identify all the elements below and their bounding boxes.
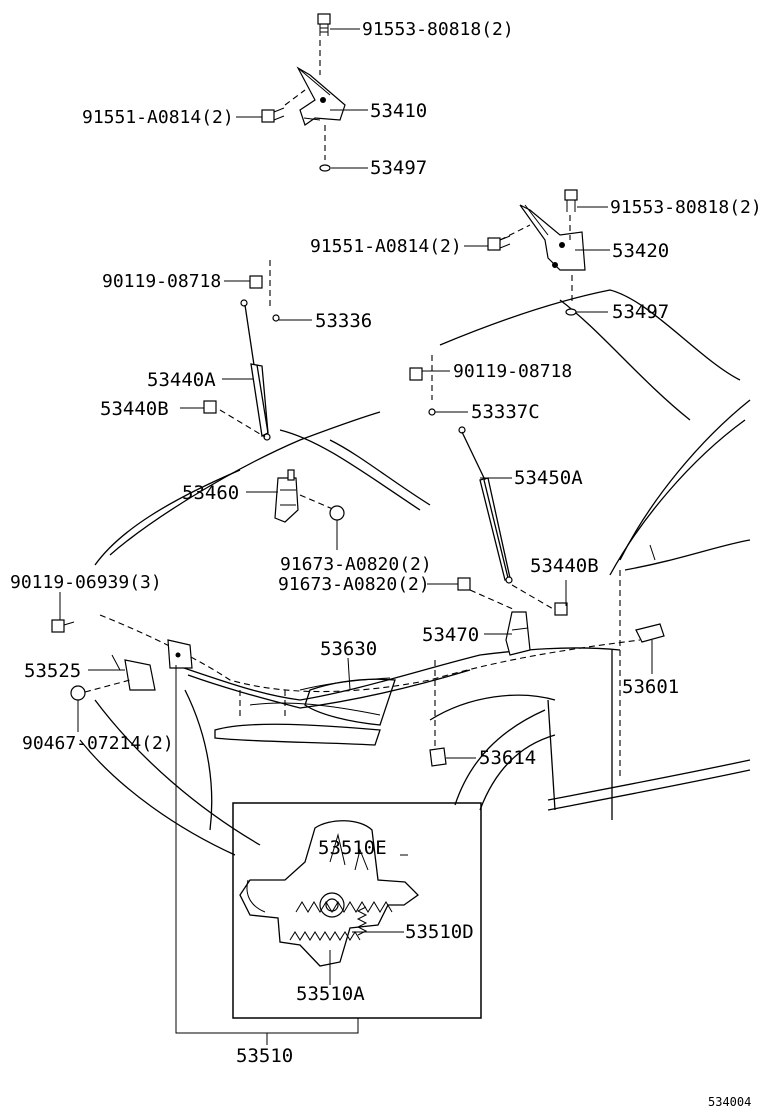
label-53450a: 53450A [514, 467, 583, 489]
release-lever [635, 623, 665, 643]
bolt-91553-top-icon [317, 13, 331, 36]
hood-support-right [409, 355, 568, 616]
label-53337c: 53337C [471, 401, 540, 423]
cable-clip [429, 747, 447, 767]
cable-bracket-front [51, 619, 193, 669]
label-53410: 53410 [370, 100, 427, 122]
label-53460: 53460 [182, 482, 239, 504]
label-53510e: 53510E [318, 837, 387, 859]
label-90119-08718-left: 90119-08718 [102, 271, 221, 292]
label-53497-top: 53497 [370, 157, 427, 179]
inset-box-53510 [232, 802, 482, 1019]
label-90467-07214: 90467-07214(2) [22, 733, 174, 754]
label-53440a: 53440A [147, 369, 216, 391]
label-53525: 53525 [24, 660, 81, 682]
label-53614: 53614 [479, 747, 536, 769]
label-53497-right: 53497 [612, 301, 669, 323]
label-53630: 53630 [320, 638, 377, 660]
safety-hook [70, 654, 156, 701]
label-53510: 53510 [236, 1045, 293, 1067]
label-53440b-left: 53440B [100, 398, 169, 420]
hood-lock-striker [274, 469, 345, 523]
label-91551-a0814-mid: 91551-A0814(2) [310, 236, 462, 257]
leader-lines [59, 28, 653, 1045]
label-53420: 53420 [612, 240, 669, 262]
label-90119-08718-right: 90119-08718 [453, 361, 572, 382]
label-91673-a0820-a: 91673-A0820(2) [280, 554, 432, 575]
label-90119-06939: 90119-06939(3) [10, 572, 162, 593]
bolt-91553-right-icon [564, 189, 578, 212]
bolt-91551-top-icon [261, 107, 285, 123]
label-91673-a0820-b: 91673-A0820(2) [278, 574, 430, 595]
label-53510d: 53510D [405, 921, 474, 943]
label-53601: 53601 [622, 676, 679, 698]
bolt-91551-mid-icon [487, 235, 511, 251]
hood-support-left [203, 260, 280, 441]
label-91551-a0814-top: 91551-A0814(2) [82, 107, 234, 128]
figure-id: 534004 [708, 1095, 751, 1109]
washer-53497-top-icon [319, 164, 331, 172]
hood-hinge-left [284, 40, 346, 160]
label-53336: 53336 [315, 310, 372, 332]
label-53440b-right: 53440B [530, 555, 599, 577]
label-53510a: 53510A [296, 983, 365, 1005]
hood-hinge-right [499, 204, 586, 305]
part-labels: 91553-80818(2) 91551-A0814(2) 53410 5349… [10, 19, 760, 1109]
washer-53497-right-icon [565, 308, 577, 316]
label-53470: 53470 [422, 624, 479, 646]
label-91553-80818-top: 91553-80818(2) [362, 19, 514, 40]
label-91553-80818-right: 91553-80818(2) [610, 197, 760, 218]
